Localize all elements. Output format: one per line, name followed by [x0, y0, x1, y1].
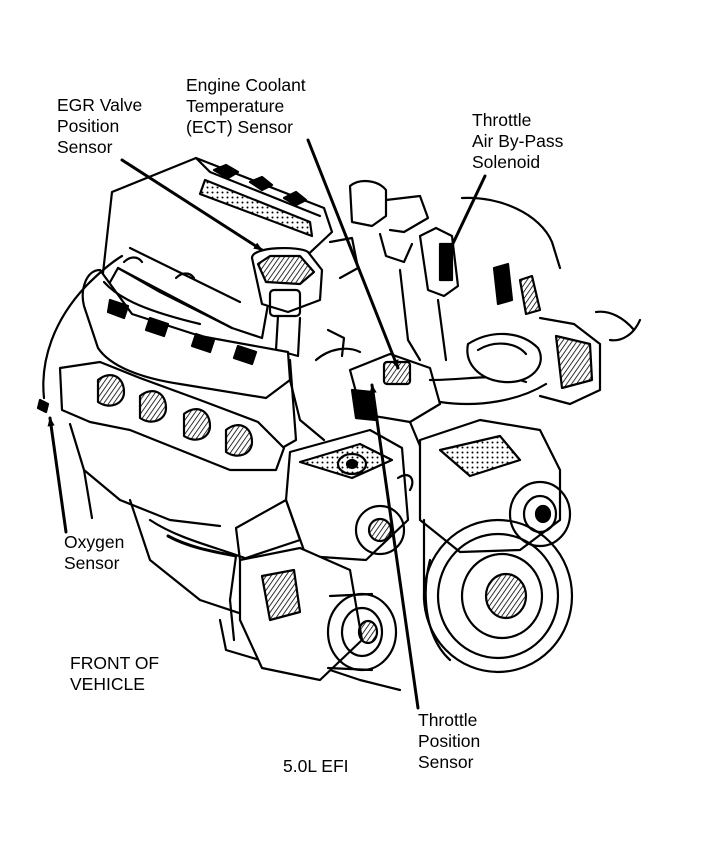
tab-label-line-2: Air By-Pass — [472, 131, 564, 151]
front-label-line-1: FRONT OF — [70, 653, 160, 673]
throttle-position-sensor-label: Throttle Position Sensor — [418, 710, 480, 773]
egr-valve — [250, 246, 324, 450]
center-detail — [288, 328, 414, 492]
oxygen-label-line-1: Oxygen — [64, 532, 125, 552]
tps-label-line-3: Sensor — [418, 752, 474, 772]
oxygen-sensor-label: Oxygen Sensor — [64, 532, 124, 574]
ect-label-line-1: Engine Coolant — [186, 75, 306, 95]
right-components — [328, 180, 642, 406]
engine-caption: 5.0L EFI — [283, 756, 349, 776]
compressor — [228, 546, 398, 682]
ect-label-line-2: Temperature — [186, 96, 285, 116]
egr-label-line-1: EGR Valve — [57, 95, 143, 115]
front-of-vehicle-label: FRONT OF VEHICLE — [70, 653, 159, 695]
left-valve-cover — [81, 256, 292, 400]
egr-label-line-2: Position — [57, 116, 120, 136]
oxygen-label-line-2: Sensor — [64, 553, 120, 573]
egr-valve-position-sensor-label: EGR Valve Position Sensor — [57, 95, 142, 158]
tps-label-line-2: Position — [418, 731, 481, 751]
ect-sensor-label: Engine Coolant Temperature (ECT) Sensor — [186, 75, 306, 138]
oxygen-sensor-wire — [36, 254, 124, 414]
ect-label-line-3: (ECT) Sensor — [186, 117, 293, 137]
egr-label-line-3: Sensor — [57, 137, 113, 157]
exhaust-manifold — [58, 360, 286, 528]
intake-plenum — [98, 156, 334, 340]
tab-label-line-3: Solenoid — [472, 152, 541, 172]
tps-label-line-1: Throttle — [418, 710, 478, 730]
front-label-line-2: VEHICLE — [70, 674, 145, 694]
front-pulleys — [418, 418, 574, 674]
tab-label-line-1: Throttle — [472, 110, 532, 130]
leader-lines — [47, 138, 487, 710]
throttle-air-bypass-solenoid-label: Throttle Air By-Pass Solenoid — [472, 110, 563, 173]
